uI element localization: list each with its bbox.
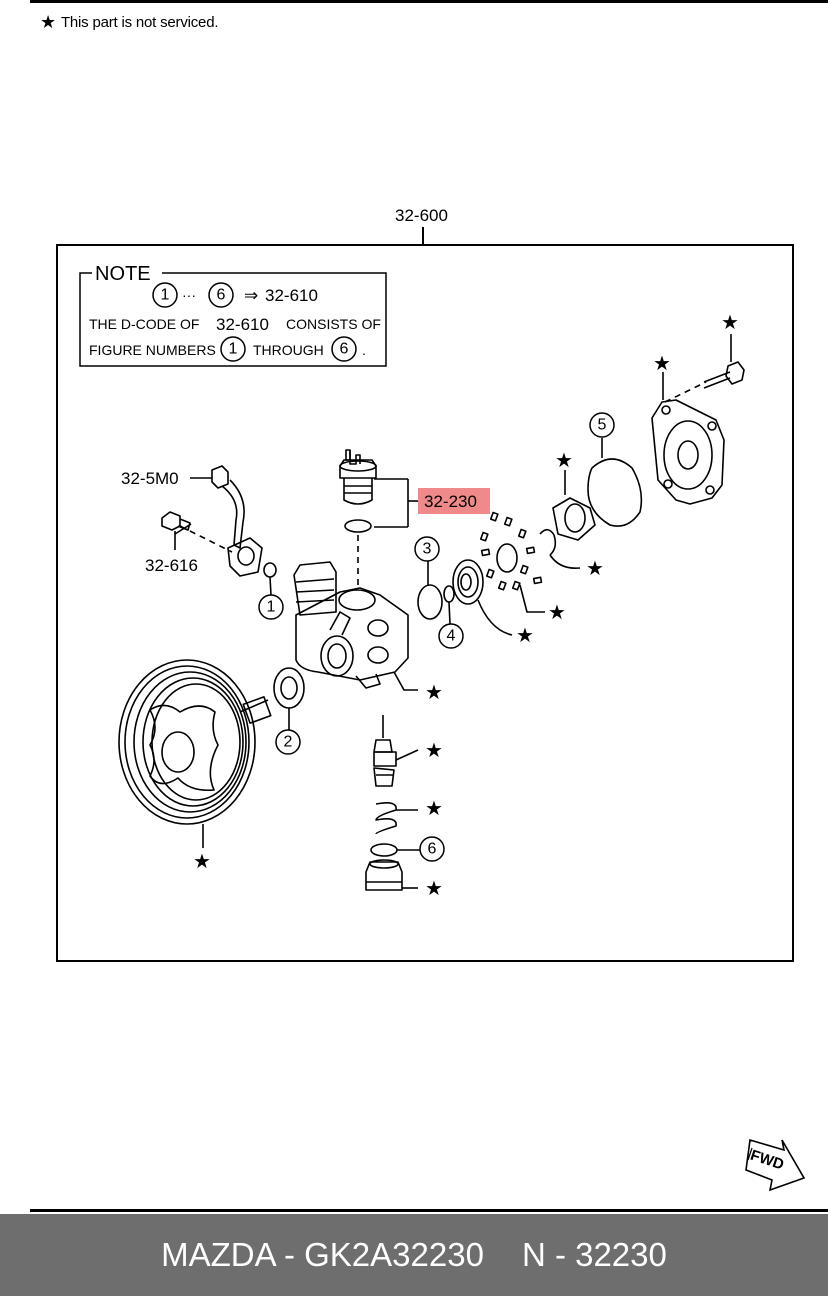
note-box: NOTE 1 ··· 6 ⇒ 32-610 THE D-CODE OF 32-6… xyxy=(79,263,387,367)
parts-diagram: 32-600 NOTE 1 ··· 6 ⇒ 32-610 THE D-CODE … xyxy=(56,206,806,1192)
service-note-text: This part is not serviced. xyxy=(60,13,219,31)
callout-32-230[interactable]: 32-230 xyxy=(424,492,477,511)
oil-seal-2 xyxy=(273,667,305,709)
star-icon: ★ xyxy=(548,600,566,624)
rotor-vanes xyxy=(479,511,545,613)
svg-text:1: 1 xyxy=(267,599,276,616)
o-ring-6 xyxy=(370,843,398,857)
star-icon: ★ xyxy=(425,796,443,820)
snap-ring xyxy=(539,528,557,556)
svg-text:CONSISTS OF: CONSISTS OF xyxy=(286,316,381,332)
assembly-frame xyxy=(56,244,794,962)
footer-part-number: MAZDA - GK2A32230 xyxy=(161,1236,484,1273)
star-icon: ★ xyxy=(425,738,443,762)
star-icon: ★ xyxy=(516,623,534,647)
svg-text:.: . xyxy=(362,342,366,358)
pressure-switch-32-230 xyxy=(339,449,418,588)
gasket-5 xyxy=(587,458,643,527)
spring xyxy=(375,802,418,835)
cam-ring xyxy=(452,559,513,636)
footer-code: N - 32230 xyxy=(521,1236,667,1273)
service-note: ★ This part is not serviced. xyxy=(40,12,219,32)
assembly-label[interactable]: 32-600 xyxy=(395,206,448,225)
pulley-drawing xyxy=(118,659,272,825)
fwd-arrow-icon: FWD xyxy=(745,1138,806,1192)
star-icon: ★ xyxy=(193,849,211,873)
star-icon: ★ xyxy=(586,556,604,580)
rear-bolt xyxy=(703,334,745,389)
svg-text:1: 1 xyxy=(229,341,238,358)
numbered-callouts: 1 2 3 4 5 6 xyxy=(258,412,615,862)
callout-32-5M0[interactable]: 32-5M0 xyxy=(121,469,179,488)
star-icon: ★ xyxy=(40,12,56,32)
pump-body-drawing xyxy=(293,561,418,691)
svg-text:1: 1 xyxy=(161,287,170,304)
highlight-32-230 xyxy=(418,488,490,514)
svg-text:6: 6 xyxy=(217,287,226,304)
star-icon: ★ xyxy=(721,310,739,334)
note-circle-6 xyxy=(208,282,234,308)
pressure-plate xyxy=(552,470,596,541)
star-icon: ★ xyxy=(425,876,443,900)
svg-text:FIGURE NUMBERS: FIGURE NUMBERS xyxy=(89,342,216,358)
svg-text:6: 6 xyxy=(340,341,349,358)
pipe-32-5M0 xyxy=(190,465,263,577)
note-target: 32-610 xyxy=(265,286,318,305)
note-arrow: ⇒ xyxy=(244,286,258,305)
rear-cover xyxy=(651,372,725,505)
svg-text:3: 3 xyxy=(423,541,432,558)
note-circle-1 xyxy=(152,282,178,308)
svg-text:2: 2 xyxy=(284,734,293,751)
bottom-rule xyxy=(30,1209,828,1212)
svg-text:32-610: 32-610 xyxy=(216,315,269,334)
top-rule xyxy=(30,0,828,3)
svg-text:THROUGH: THROUGH xyxy=(253,342,324,358)
note-title: NOTE xyxy=(95,263,151,285)
svg-text:5: 5 xyxy=(598,417,607,434)
callout-32-616[interactable]: 32-616 xyxy=(145,556,198,575)
svg-text:4: 4 xyxy=(447,628,456,645)
star-icon: ★ xyxy=(425,680,443,704)
flow-control-valve xyxy=(373,715,419,787)
svg-text:THE D-CODE OF: THE D-CODE OF xyxy=(89,316,199,332)
svg-text:6: 6 xyxy=(428,841,437,858)
star-icon: ★ xyxy=(555,448,573,472)
bolt-32-616 xyxy=(161,511,233,553)
plug xyxy=(365,859,418,891)
star-icon: ★ xyxy=(653,351,671,375)
svg-text:···: ··· xyxy=(182,287,196,303)
not-serviced-stars: ★ ★ ★ ★ ★ ★ ★ ★ ★ ★ ★ xyxy=(193,310,739,900)
footer-bar: MAZDA - GK2A32230 N - 32230 xyxy=(0,1214,828,1296)
